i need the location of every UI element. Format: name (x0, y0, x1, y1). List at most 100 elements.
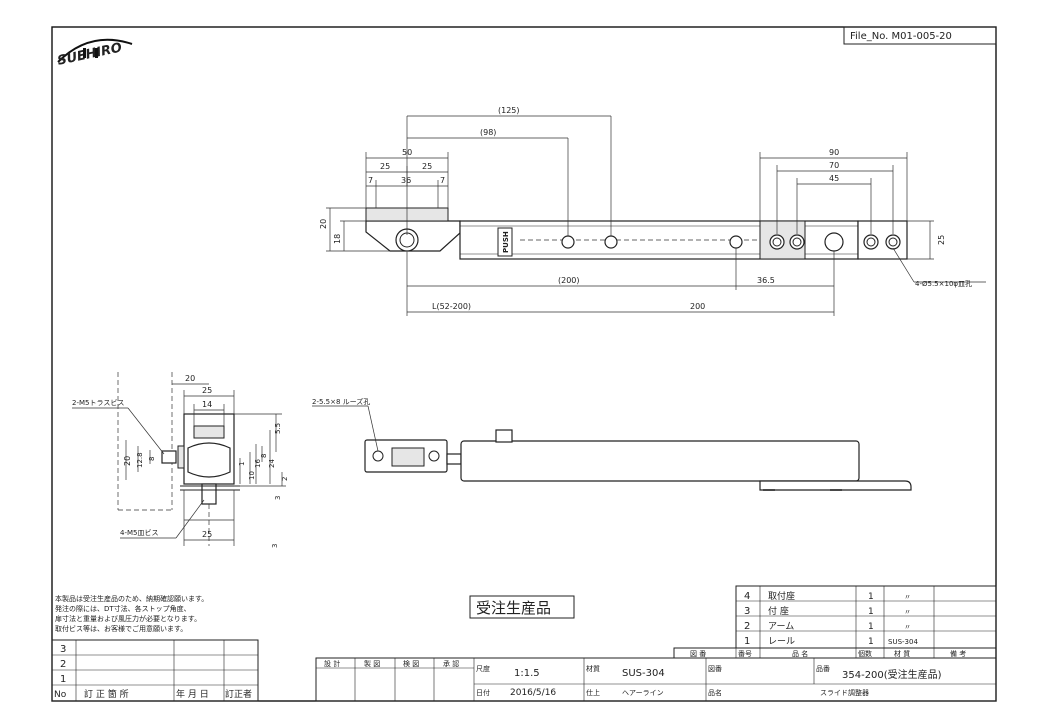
tb-hinban: 354-200(受注生産品) (842, 668, 942, 681)
hole-note: 4-Ø5.5×10φ皿孔 (915, 280, 972, 288)
revision-table: 3 2 1 No 訂 正 箇 所 年 月 日 訂正者 (51, 639, 259, 702)
ph-biko: 備 考 (950, 649, 966, 658)
rev-h-place: 訂 正 箇 所 (84, 688, 129, 700)
rev-row-2: 2 (60, 659, 66, 670)
dim-25b: 25 (422, 162, 432, 171)
part-name-1: レール (768, 637, 795, 647)
tb-kenzu: 検 図 (403, 659, 419, 668)
file-no: File_No. M01-005-20 (850, 31, 952, 42)
sdim-8b: 8 (260, 454, 268, 458)
rail-hole-3 (729, 235, 743, 249)
note-loose: 2-5.5×8 ルーズ孔 (312, 397, 370, 406)
note-line-3: 扉寸法と重量および風圧力が必要となります。 (55, 614, 201, 623)
tb-shiage-label: 仕上 (586, 688, 600, 697)
tb-hinmei: スライド調整器 (820, 688, 869, 697)
ph-zuban: 図 番 (690, 650, 706, 658)
sdim-55: 5.5 (274, 423, 282, 434)
tb-hizuke: 2016/5/16 (510, 688, 556, 698)
ph-bango: 番号 (738, 650, 752, 658)
dim-20: 20 (319, 219, 328, 229)
dim-25r: 25 (937, 235, 946, 245)
title-block: 設 計 製 図 検 図 承 認 尺度 1:1.5 材質 SUS-304 図番 品… (315, 657, 997, 702)
tb-hinmei-label: 品名 (708, 688, 722, 697)
rev-row-3: 3 (60, 644, 66, 655)
dim-70: 70 (829, 161, 839, 170)
dim-7b: 7 (440, 176, 445, 185)
sdim-3b: 3 (271, 544, 279, 548)
note-line-1: 本製品は受注生産品のため、納期確認願います。 (55, 594, 208, 603)
sdim-16: 16 (254, 459, 262, 468)
rev-h-date: 年 月 日 (176, 688, 209, 700)
push-label-box (497, 227, 513, 257)
sdim-24: 24 (268, 459, 276, 468)
dim-200: 200 (690, 302, 705, 311)
parts-list: 4 取付座 1 〃 3 付 座 1 〃 2 アーム 1 〃 1 レール 1 SU… (673, 585, 997, 659)
part-no-1: 1 (744, 636, 750, 647)
ph-hinmei: 品 名 (792, 649, 808, 658)
tb-seizu: 製 図 (364, 659, 380, 668)
tb-zuban-label: 図番 (708, 665, 722, 673)
part-qty-3: 1 (868, 607, 874, 617)
dim-45: 45 (829, 174, 839, 183)
rail-hole-2 (604, 235, 618, 249)
dim-98: (98) (480, 128, 496, 137)
note-line-4: 取付ビス等は、お客様でご用意願います。 (55, 624, 187, 633)
top-view: PUSH (125) (98) 50 25 25 7 36 7 (319, 106, 986, 316)
dim-25a: 25 (380, 162, 390, 171)
sdim-25b: 25 (202, 530, 212, 539)
part-no-4: 4 (744, 591, 750, 602)
rail-hole-4 (824, 232, 844, 252)
rev-h-no: No (54, 690, 67, 700)
dim-200p: (200) (558, 276, 580, 285)
part-mat-1: SUS-304 (888, 638, 918, 646)
ph-kosu: 個数 (858, 649, 872, 658)
part-no-2: 2 (744, 621, 750, 632)
dim-36: 36 (401, 176, 411, 185)
rail-hole-1 (561, 235, 575, 249)
dim-125: (125) (498, 106, 520, 115)
order-stamp-box (469, 595, 575, 619)
part-mat-2: 〃 (904, 623, 911, 631)
tb-shiage: ヘアーライン (622, 689, 664, 697)
part-qty-2: 1 (868, 622, 874, 632)
tb-sekkei: 設 計 (324, 659, 340, 668)
sdim-1: 1 (238, 462, 246, 466)
dim-365: 36.5 (757, 276, 775, 285)
sdim-14: 14 (202, 400, 212, 409)
sdim-20: 20 (185, 374, 195, 383)
side-view: 20 25 14 20 12.8 8 5.5 1 10 16 8 24 2 3 … (72, 372, 289, 548)
note-truss: 2-M5トラスビス (72, 398, 124, 407)
part-qty-4: 1 (868, 592, 874, 602)
rev-row-1: 1 (60, 674, 66, 685)
tb-hinban-label: 品番 (816, 665, 830, 673)
logo-mark: SUEHIRO (56, 38, 133, 69)
sdim-128: 12.8 (136, 452, 144, 468)
general-notes: 本製品は受注生産品のため、納期確認願います。 発注の際には、DT寸法、各ストップ… (55, 594, 208, 633)
part-mat-3: 〃 (904, 608, 911, 616)
note-flat: 4-M5皿ビス (120, 528, 158, 537)
part-qty-1: 1 (868, 637, 874, 647)
tb-zaishitsu: SUS-304 (622, 668, 665, 679)
sdim-3a: 3 (274, 496, 282, 500)
part-name-2: アーム (768, 621, 794, 632)
dim-7a: 7 (368, 176, 373, 185)
file-no-box (843, 26, 997, 45)
tb-shakudo: 1:1.5 (514, 668, 540, 679)
sdim-25: 25 (202, 386, 212, 395)
tb-shonin: 承 認 (443, 659, 459, 668)
front-view: 2-5.5×8 ルーズ孔 (312, 397, 912, 491)
tb-shakudo-label: 尺度 (476, 664, 490, 673)
sdim-2: 2 (281, 477, 289, 481)
rev-h-by: 訂正者 (225, 688, 252, 700)
note-line-2: 発注の際には、DT寸法、各ストップ角度、 (55, 604, 191, 613)
logo-text: SUEHIRO (56, 41, 123, 69)
sdim-20v: 20 (123, 456, 132, 466)
sdim-10: 10 (248, 471, 256, 480)
dim-18: 18 (333, 234, 342, 244)
tb-hizuke-label: 日付 (476, 688, 490, 697)
sdim-8: 8 (148, 457, 156, 461)
dim-50: 50 (402, 148, 412, 157)
part-no-3: 3 (744, 606, 750, 617)
part-mat-4: 〃 (904, 593, 911, 601)
